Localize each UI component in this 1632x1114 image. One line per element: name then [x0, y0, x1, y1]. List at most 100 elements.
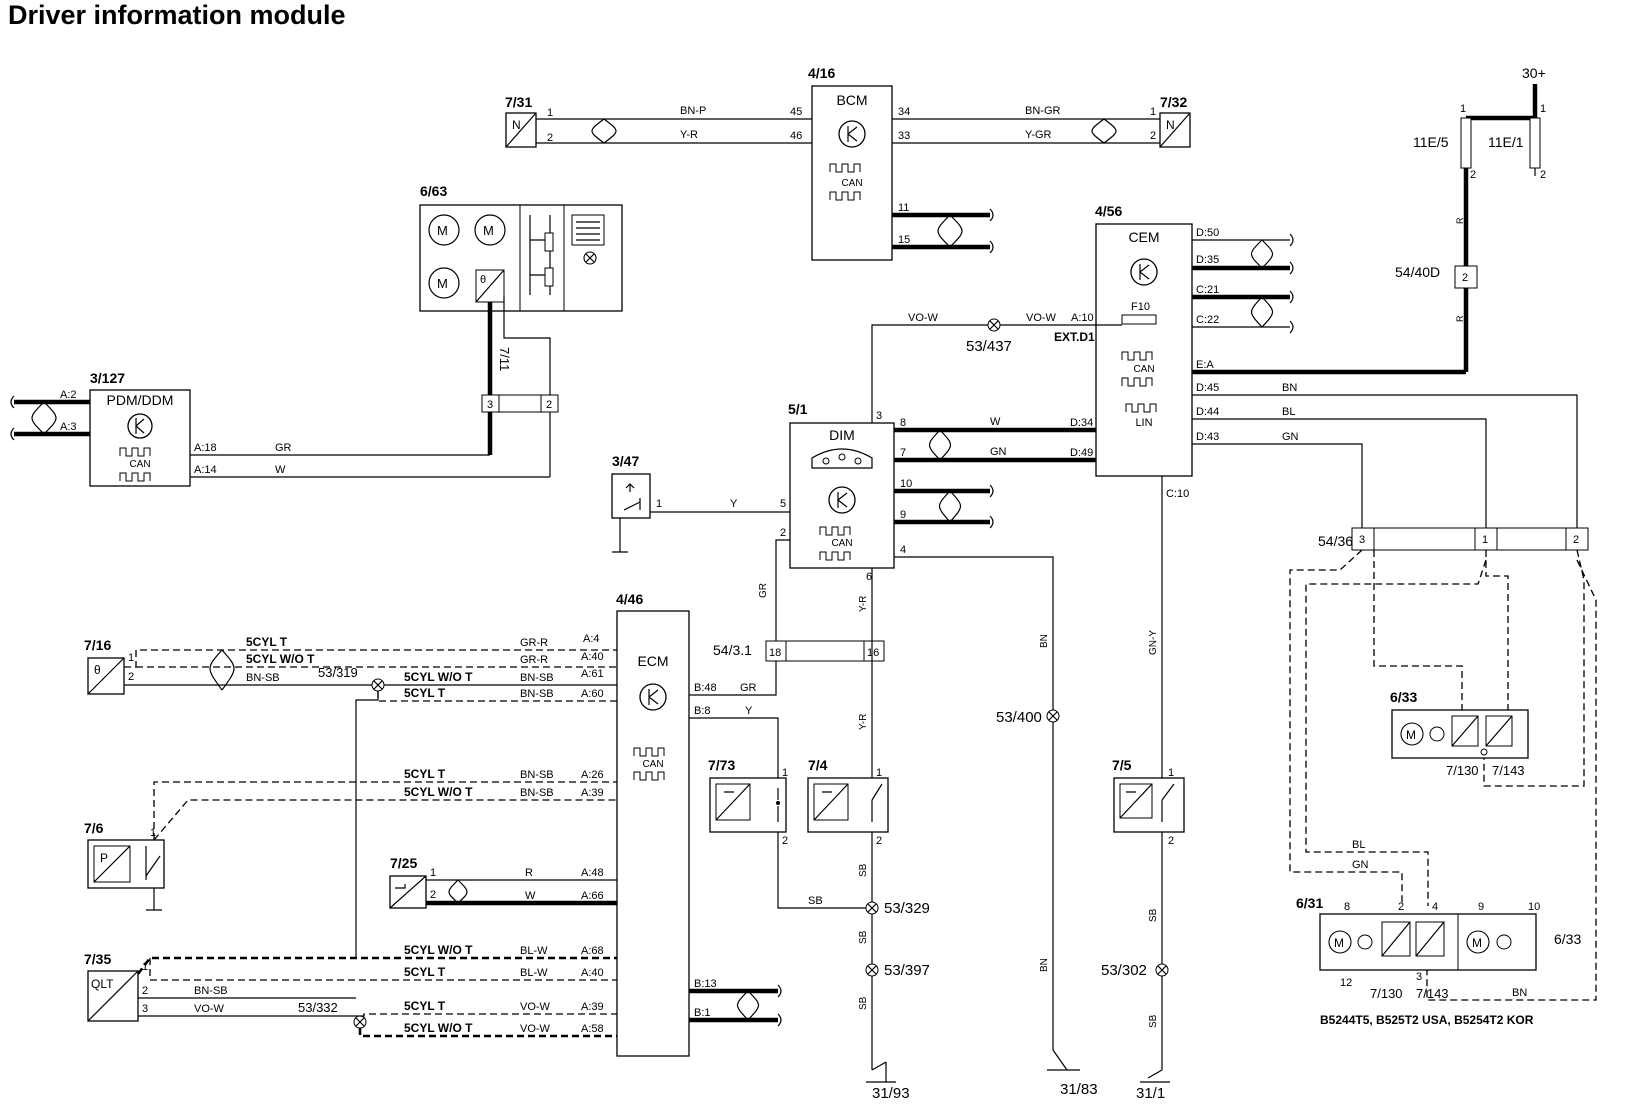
svg-text:M: M	[1406, 728, 1416, 742]
svg-text:2: 2	[128, 671, 134, 683]
svg-text:6: 6	[866, 571, 872, 583]
sensor-7-31[interactable]: 7/31 N	[505, 94, 537, 148]
ref-7-5: 7/5	[1112, 757, 1132, 773]
svg-text:VO-W: VO-W	[1026, 312, 1057, 324]
sensor-7-73[interactable]: 7/73	[708, 757, 787, 833]
svg-text:10: 10	[1528, 901, 1540, 913]
svg-text:1: 1	[876, 767, 882, 779]
svg-text:5CYL T: 5CYL T	[404, 965, 446, 979]
svg-text:3: 3	[487, 399, 493, 411]
svg-text:2: 2	[1470, 169, 1476, 181]
splice-53-329: 53/329	[884, 900, 930, 917]
unit-6-33-upper[interactable]: 6/33 M	[1390, 689, 1529, 759]
svg-text:2: 2	[1398, 901, 1404, 913]
svg-text:3: 3	[1359, 534, 1365, 546]
dim-module[interactable]: 5/1 DIM CAN	[788, 401, 895, 569]
svg-text:5CYL W/O T: 5CYL W/O T	[404, 943, 473, 957]
svg-text:M: M	[437, 223, 448, 238]
svg-text:54/36: 54/36	[1318, 533, 1353, 549]
svg-text:A:3: A:3	[60, 421, 77, 433]
ext-d1: EXT.D1	[1054, 330, 1095, 344]
splice-53-302: 53/302	[1101, 962, 1147, 979]
pin: 2	[547, 132, 553, 144]
ground-31-83: 31/83	[1060, 1081, 1098, 1098]
pdm-ddm-module[interactable]: 3/127 PDM/DDM CAN	[89, 370, 191, 487]
svg-text:E:A: E:A	[1196, 359, 1214, 371]
svg-text:C:21: C:21	[1196, 284, 1219, 296]
cem-module[interactable]: 4/56 CEM F10 CAN LIN	[1095, 203, 1193, 477]
sym-n: N	[512, 118, 521, 132]
ref-7-11: 7/11	[497, 347, 512, 371]
sensor-7-16[interactable]: 7/16 θ	[84, 637, 125, 695]
svg-text:M: M	[483, 223, 494, 238]
pin: 33	[898, 130, 910, 142]
connector-54-40d: 54/40D 2	[1395, 264, 1478, 289]
svg-text:M: M	[437, 276, 448, 291]
svg-text:M: M	[1472, 936, 1482, 950]
svg-text:GR: GR	[740, 682, 757, 694]
svg-text:BN-SB: BN-SB	[520, 769, 554, 781]
svg-text:11E/1: 11E/1	[1488, 134, 1524, 150]
svg-text:BL-W: BL-W	[520, 945, 548, 957]
svg-text:R: R	[1455, 315, 1465, 322]
svg-text:3: 3	[1416, 971, 1422, 983]
svg-text:BN-SB: BN-SB	[520, 688, 554, 700]
svg-text:54/3.1: 54/3.1	[713, 642, 752, 658]
svg-text:BN: BN	[1282, 382, 1297, 394]
pin: 46	[790, 130, 802, 142]
switch-3-47[interactable]: 3/47	[611, 453, 651, 553]
sensor-7-32[interactable]: 7/32 N	[1159, 94, 1191, 148]
unit-6-63[interactable]: 6/63 M M M θ	[419, 183, 623, 312]
bcm-label: BCM	[836, 92, 867, 108]
svg-text:D:45: D:45	[1196, 382, 1219, 394]
pin: 1	[1150, 106, 1156, 118]
svg-text:A:58: A:58	[581, 1023, 604, 1035]
bcm-module[interactable]: 4/16 BCM CAN	[808, 65, 893, 261]
unit-6-31[interactable]: 6/31 M M	[1296, 895, 1537, 971]
sensor-7-25[interactable]: 7/25	[389, 855, 427, 909]
can-label: CAN	[841, 178, 862, 189]
pin: 2	[1150, 130, 1156, 142]
svg-text:1: 1	[150, 827, 156, 839]
svg-text:CAN: CAN	[129, 459, 150, 470]
svg-text:9: 9	[900, 509, 906, 521]
connector-54-3-1: 54/3.1 18 16	[713, 640, 885, 662]
ref-4-16: 4/16	[808, 65, 835, 81]
svg-text:θ: θ	[94, 663, 101, 677]
ref-5-1: 5/1	[788, 401, 808, 417]
svg-text:D:35: D:35	[1196, 254, 1219, 266]
svg-text:GR: GR	[275, 442, 292, 454]
svg-text:GN: GN	[1352, 859, 1369, 871]
sym-n: N	[1166, 118, 1175, 132]
wire-color: Y-GR	[1025, 129, 1052, 141]
svg-text:3: 3	[876, 410, 882, 422]
sensor-7-35[interactable]: 7/35 QLT	[84, 951, 139, 1022]
fuse-11e1: 11E/1	[1488, 117, 1541, 169]
svg-text:A:10: A:10	[1071, 312, 1094, 324]
svg-text:B:13: B:13	[694, 978, 717, 990]
svg-text:GR: GR	[758, 583, 769, 598]
switch-7-4[interactable]: 7/4	[807, 757, 889, 833]
svg-text:BN: BN	[1039, 634, 1050, 648]
ref-7-4: 7/4	[808, 757, 828, 773]
svg-text:R: R	[525, 867, 533, 879]
ecm-label: ECM	[637, 653, 668, 669]
ref-6-63: 6/63	[420, 183, 447, 199]
svg-text:1: 1	[430, 867, 436, 879]
svg-text:2: 2	[1573, 534, 1579, 546]
svg-text:1: 1	[1482, 534, 1488, 546]
svg-text:W: W	[990, 416, 1001, 428]
ecm-module[interactable]: 4/46 ECM CAN	[616, 591, 690, 1057]
ground-31-1: 31/1	[1136, 1085, 1165, 1102]
svg-text:R: R	[1455, 217, 1465, 224]
svg-text:D:49: D:49	[1070, 447, 1093, 459]
svg-text:A:39: A:39	[581, 1001, 604, 1013]
svg-text:GN: GN	[1282, 431, 1299, 443]
svg-text:BN-SB: BN-SB	[246, 672, 280, 684]
svg-text:SB: SB	[808, 895, 823, 907]
switch-7-5[interactable]: 7/5	[1112, 757, 1185, 833]
switch-7-6[interactable]: 7/6 P	[84, 820, 165, 889]
svg-text:1: 1	[782, 767, 788, 779]
svg-text:C:10: C:10	[1166, 488, 1189, 500]
svg-text:5CYL W/O T: 5CYL W/O T	[246, 652, 315, 666]
